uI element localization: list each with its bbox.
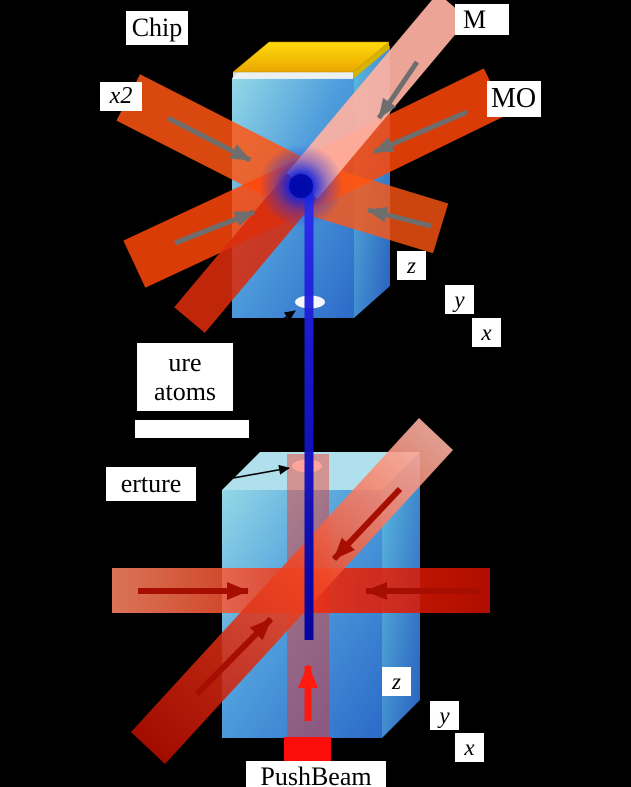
axis-x-top-label: x (472, 318, 501, 347)
mot-top-label: M (455, 4, 509, 35)
beam-arrow-upper-left (166, 115, 252, 163)
atom-cloud-core (289, 174, 313, 198)
capture-atoms-label: ure atoms (137, 343, 233, 411)
capture-atoms-label-line2: atoms (153, 377, 217, 406)
capture-atoms-label-line1: ure (168, 347, 202, 377)
axis-z-bottom-label: z (382, 667, 411, 696)
chip-label: Chip (126, 11, 188, 45)
x2-label: x2 (100, 82, 142, 111)
mot-right-label: MO (487, 81, 541, 117)
beam-arrow-diagonal (376, 60, 420, 120)
chip-front-edge (233, 72, 353, 79)
blank-label-strip (135, 420, 249, 438)
aperture-label: erture (106, 467, 196, 501)
vertical-transfer-beam (304, 190, 314, 640)
top-beam-arrows (166, 60, 468, 246)
annotation-arrow-top-aperture (239, 310, 296, 350)
push-beam-label: PushBeam (246, 761, 386, 787)
atom-chip (232, 41, 390, 73)
beam-arrow-lower-left (174, 209, 255, 246)
axis-y-bottom-label: y (430, 701, 459, 730)
axis-z-top-label: z (397, 251, 426, 280)
bottom-beam-arrows (138, 486, 480, 697)
beam-arrow-diag-down (331, 486, 403, 562)
beam-arrow-lower-right (367, 206, 432, 229)
axis-y-top-label: y (445, 285, 474, 314)
chip-right-edge (353, 42, 389, 79)
beam-arrow-diag-up (194, 616, 274, 697)
axis-x-bottom-label: x (455, 733, 484, 762)
mot-beam-diagonal-upper (286, 0, 469, 199)
annotation-arrow-bottom-aperture (199, 464, 290, 485)
beam-arrow-upper-right (373, 109, 468, 155)
